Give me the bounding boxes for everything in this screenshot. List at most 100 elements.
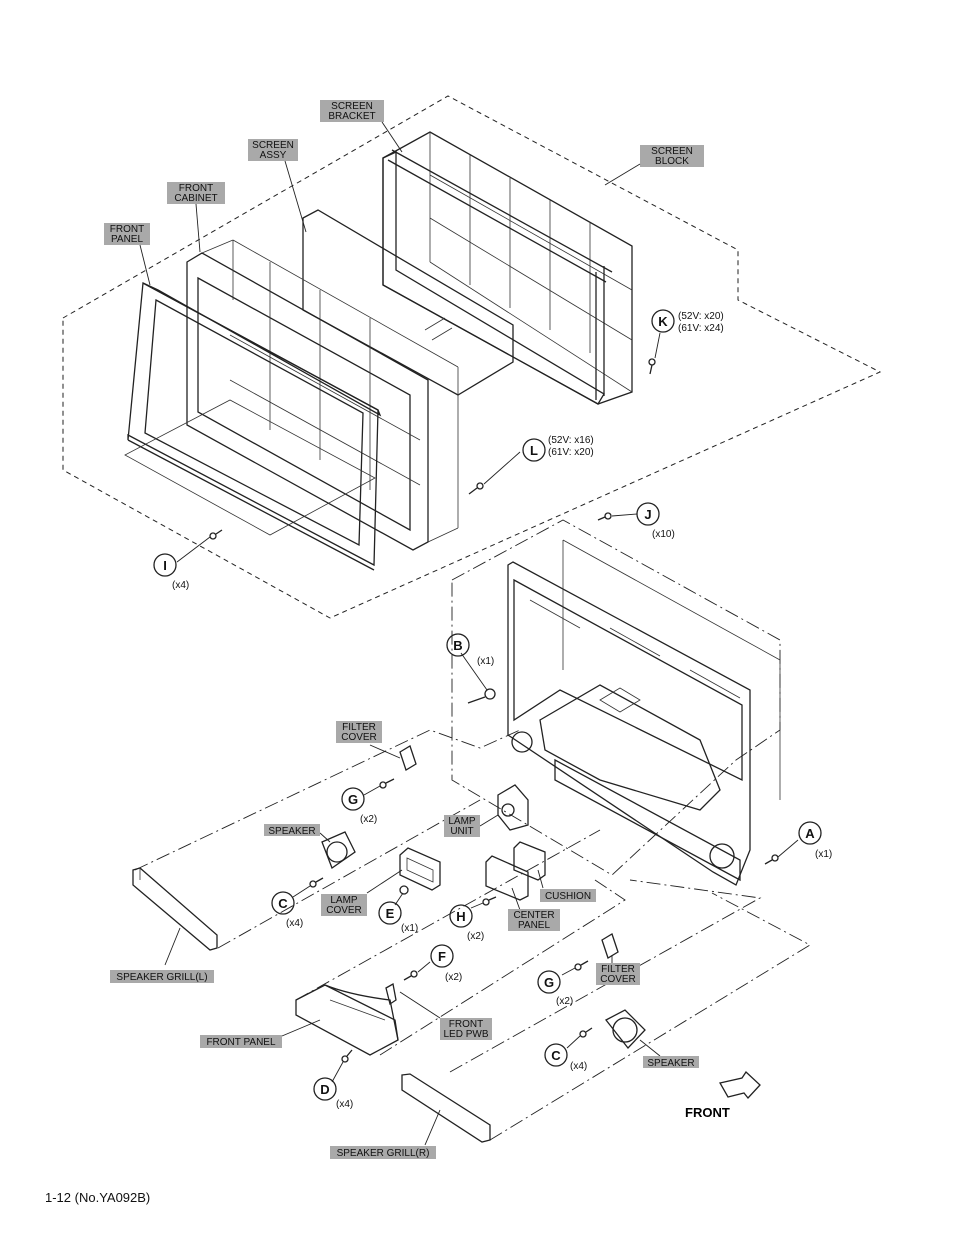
svg-text:COVER: COVER <box>341 732 377 743</box>
svg-text:F: F <box>438 949 446 964</box>
svg-text:(x1): (x1) <box>401 923 418 934</box>
svg-text:C: C <box>551 1048 561 1063</box>
ref-i: I (x4) <box>153 553 189 591</box>
label-speaker-grill-r: SPEAKER GRILL(R) <box>330 1146 436 1159</box>
svg-text:ASSY: ASSY <box>260 150 287 161</box>
ref-b: B (x1) <box>446 633 494 667</box>
center-panel <box>485 855 529 911</box>
svg-text:SPEAKER GRILL(L): SPEAKER GRILL(L) <box>116 972 207 983</box>
chassis-dashdot-boundary <box>451 519 781 876</box>
svg-text:A: A <box>805 826 815 841</box>
label-speaker-right: SPEAKER <box>643 1056 699 1069</box>
label-front-panel-bottom: FRONT PANEL <box>200 1035 282 1048</box>
page-footer: 1-12 (No.YA092B) <box>45 1190 151 1205</box>
assembly-guide-lines <box>134 729 811 1141</box>
screw-h <box>470 896 497 909</box>
svg-text:SPEAKER GRILL(R): SPEAKER GRILL(R) <box>337 1148 430 1159</box>
lamp-unit <box>479 784 529 831</box>
front-cabinet-frame <box>186 239 459 551</box>
svg-text:SCREEN: SCREEN <box>651 146 693 157</box>
screw-l <box>468 451 521 495</box>
svg-text:(x4): (x4) <box>336 1099 353 1110</box>
svg-text:LED PWB: LED PWB <box>443 1029 488 1040</box>
label-center-panel: CENTER PANEL <box>508 909 560 931</box>
svg-text:K: K <box>658 314 668 329</box>
svg-text:FRONT: FRONT <box>449 1019 483 1030</box>
svg-text:(x4): (x4) <box>172 580 189 591</box>
svg-text:(x4): (x4) <box>286 918 303 929</box>
svg-text:G: G <box>348 792 358 807</box>
cushion <box>513 841 546 889</box>
label-cushion: CUSHION <box>540 889 596 902</box>
svg-text:SCREEN: SCREEN <box>252 140 294 151</box>
ref-c2: C (x4) <box>544 1043 587 1072</box>
svg-text:(52V: x20): (52V: x20) <box>678 311 724 322</box>
speaker-left <box>319 831 356 870</box>
svg-text:(x2): (x2) <box>556 996 573 1007</box>
screw-d <box>331 1049 353 1083</box>
label-filter-cover-left: FILTER COVER <box>336 721 382 743</box>
ref-l: L (52V: x16) (61V: x20) <box>522 435 594 462</box>
svg-text:PANEL: PANEL <box>518 920 550 931</box>
screw-c1 <box>292 877 324 898</box>
speaker-grill-left <box>132 867 218 966</box>
ref-d: D (x4) <box>313 1077 353 1110</box>
screw-g2 <box>561 960 589 976</box>
svg-text:FRONT: FRONT <box>179 183 213 194</box>
svg-text:CENTER: CENTER <box>513 910 554 921</box>
svg-text:(x2): (x2) <box>445 972 462 983</box>
svg-text:G: G <box>544 975 554 990</box>
svg-text:SPEAKER: SPEAKER <box>268 826 315 837</box>
svg-text:LAMP: LAMP <box>330 895 358 906</box>
label-speaker-grill-l: SPEAKER GRILL(L) <box>110 970 214 983</box>
ref-g2: G (x2) <box>537 970 573 1007</box>
screen-block-boundary <box>62 95 882 619</box>
ref-e: E (x1) <box>378 901 418 934</box>
svg-text:COVER: COVER <box>326 905 362 916</box>
svg-text:FRONT PANEL: FRONT PANEL <box>206 1037 276 1048</box>
svg-text:FRONT: FRONT <box>110 224 144 235</box>
label-lamp-cover: LAMP COVER <box>321 894 367 916</box>
label-screen-bracket: SCREEN BRACKET <box>320 100 384 122</box>
svg-text:(61V: x20): (61V: x20) <box>548 447 594 458</box>
screw-k <box>648 332 661 375</box>
screen-assy-panel <box>302 209 514 396</box>
label-front-cabinet: FRONT CABINET <box>167 182 225 204</box>
svg-text:(x2): (x2) <box>360 814 377 825</box>
front-arrow-icon <box>719 1071 761 1099</box>
svg-text:FILTER: FILTER <box>342 722 376 733</box>
label-filter-cover-right: FILTER COVER <box>596 963 640 985</box>
filter-cover-right <box>601 933 619 965</box>
label-lamp-unit: LAMP UNIT <box>444 815 480 837</box>
screen-block-box <box>382 131 633 405</box>
screw-i <box>176 529 223 563</box>
speaker-right <box>605 1009 661 1057</box>
svg-text:PANEL: PANEL <box>111 234 143 245</box>
svg-text:FILTER: FILTER <box>601 964 635 975</box>
svg-text:J: J <box>644 507 651 522</box>
ref-g1: G (x2) <box>341 787 377 825</box>
ref-c1: C (x4) <box>271 891 303 929</box>
ref-k: K (52V: x20) (61V: x24) <box>651 309 724 334</box>
svg-text:SCREEN: SCREEN <box>331 101 373 112</box>
front-panel-frame <box>127 281 382 571</box>
svg-text:(x1): (x1) <box>815 849 832 860</box>
svg-text:I: I <box>163 558 167 573</box>
screw-g1 <box>363 778 395 796</box>
label-screen-assy: SCREEN ASSY <box>248 139 298 161</box>
svg-text:C: C <box>278 896 288 911</box>
svg-text:E: E <box>386 906 395 921</box>
front-panel-lower <box>281 984 399 1056</box>
svg-text:COVER: COVER <box>600 974 636 985</box>
screw-f <box>403 961 431 981</box>
svg-text:(x4): (x4) <box>570 1061 587 1072</box>
label-front-panel-top: FRONT PANEL <box>104 223 150 245</box>
front-direction-label: FRONT <box>685 1105 730 1120</box>
rear-chassis <box>507 539 781 886</box>
svg-text:H: H <box>456 909 465 924</box>
svg-text:(x1): (x1) <box>477 656 494 667</box>
speaker-grill-right <box>401 1073 491 1146</box>
svg-text:(x10): (x10) <box>652 529 675 540</box>
ref-j: J (x10) <box>636 502 675 540</box>
